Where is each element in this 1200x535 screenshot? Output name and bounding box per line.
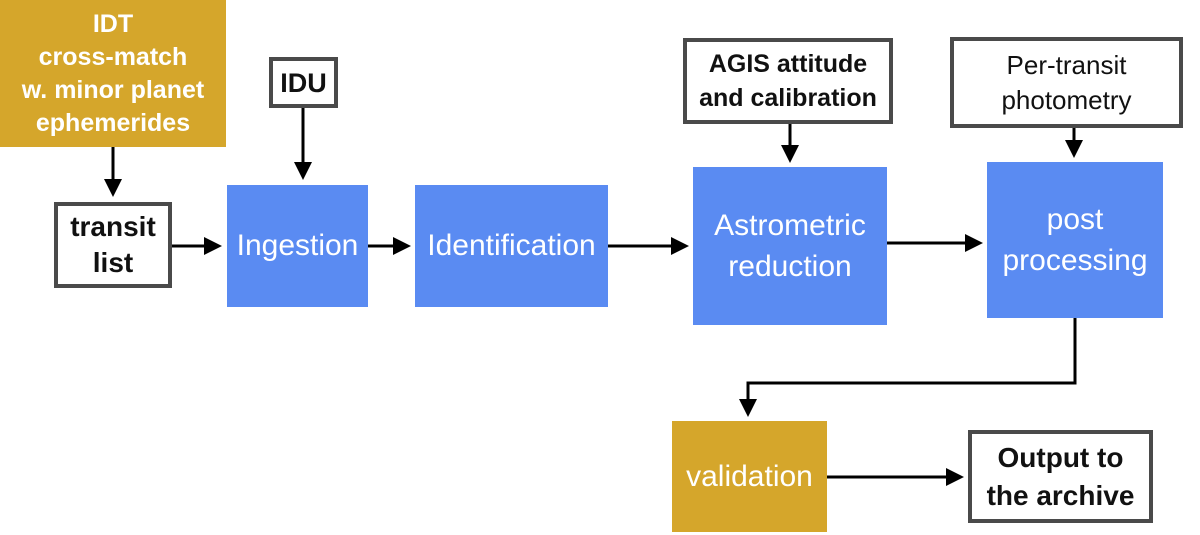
node-idt-crossmatch-line: w. minor planet [21, 75, 205, 104]
node-post-processing: post processing [987, 162, 1163, 318]
arrow-post-processing-to-validation [739, 318, 1077, 417]
node-transit-list-line: transit [70, 211, 156, 242]
node-astrometric-reduction: Astrometric reduction [693, 167, 887, 325]
node-ingestion: Ingestion [227, 185, 368, 307]
node-validation-label: validation [686, 459, 813, 493]
node-identification: Identification [415, 185, 608, 307]
node-post-processing-line: processing [1002, 244, 1148, 277]
node-output-line: the archive [986, 479, 1135, 511]
node-post-processing-line: post [1046, 203, 1104, 236]
node-per-transit-line: Per-transit [1006, 49, 1127, 80]
node-ingestion-label: Ingestion [236, 229, 359, 262]
node-per-transit-line: photometry [1001, 84, 1132, 115]
node-validation: validation [672, 421, 827, 532]
node-idu-label: IDU [280, 67, 327, 98]
node-idt-crossmatch-line: cross-match [38, 42, 188, 71]
node-astrometric-line: reduction [728, 250, 852, 283]
node-astrometric-line: Astrometric [714, 209, 866, 242]
node-transit-list: transit list [54, 202, 172, 288]
node-agis-line: AGIS attitude [708, 50, 868, 78]
node-per-transit-photometry: Per-transit photometry [950, 37, 1183, 128]
node-agis-attitude-calibration: AGIS attitude and calibration [683, 38, 893, 124]
node-idt-crossmatch: IDT cross-match w. minor planet ephemeri… [0, 0, 226, 147]
node-idt-crossmatch-line: IDT [92, 9, 134, 38]
node-output-archive: Output to the archive [968, 430, 1153, 523]
node-identification-label: Identification [427, 229, 596, 262]
node-agis-line: and calibration [699, 84, 877, 112]
node-transit-list-line: list [92, 247, 134, 278]
node-idu: IDU [269, 57, 338, 108]
node-output-line: Output to [997, 441, 1124, 473]
node-idt-crossmatch-line: ephemerides [35, 108, 191, 137]
